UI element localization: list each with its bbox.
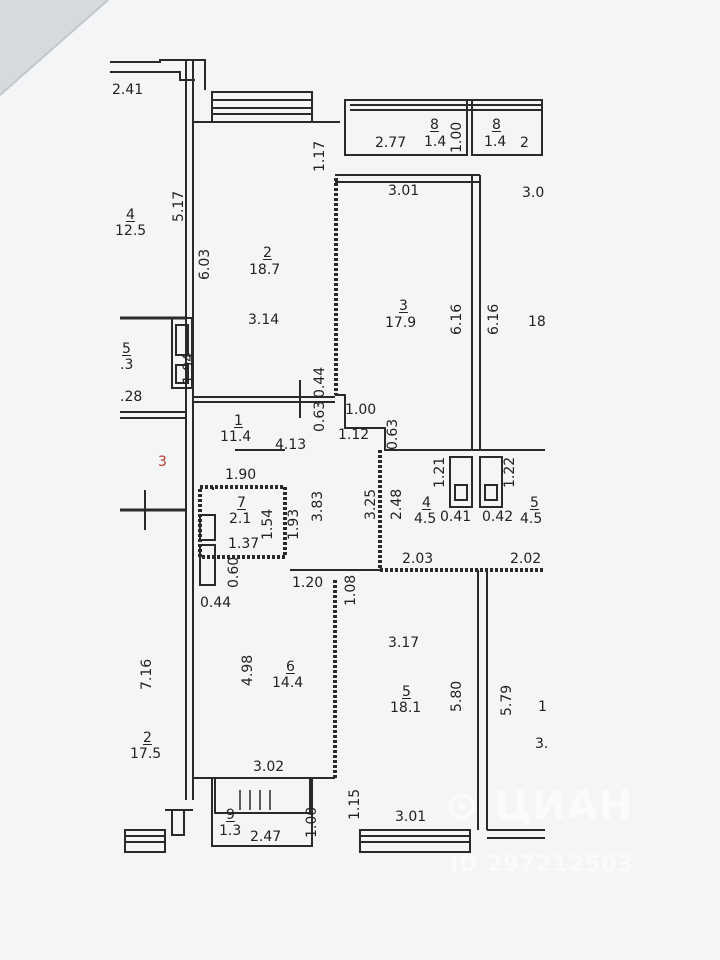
room-number: 4 <box>126 207 135 223</box>
room-number: 5 <box>530 495 539 511</box>
room-area: .3 <box>120 357 134 373</box>
balcony-8b-outline <box>471 99 543 156</box>
dimension-label: 1.20 <box>292 575 324 591</box>
room-number: 8 <box>492 117 501 133</box>
dimension-label: 1.00 <box>449 121 465 153</box>
dimension-label: 1.37 <box>228 536 260 552</box>
room-area: 18.7 <box>249 262 281 278</box>
dimension-label: 3.01 <box>395 809 427 825</box>
dimension-label: 1.15 <box>347 788 363 820</box>
room-area: 4.5 <box>414 511 437 527</box>
dimension-label: 1.21 <box>432 456 448 488</box>
watermark-id: ID 297212503 <box>450 852 634 877</box>
dimension-label: 3.01 <box>388 183 420 199</box>
dimension-label: 2.48 <box>389 488 405 520</box>
edge-marker: 1 <box>538 699 547 715</box>
dimension-label: 2.03 <box>402 551 434 567</box>
dimension-label: 0.44 <box>312 366 328 398</box>
room-number: 2 <box>263 245 272 261</box>
room-area: 11.4 <box>220 429 252 445</box>
dimension-label: 0.42 <box>482 509 514 525</box>
dimension-label: 1.93 <box>286 508 302 540</box>
room-area: 1.3 <box>219 823 242 839</box>
dimension-label: 1.90 <box>225 467 257 483</box>
room-area: 18.1 <box>390 700 422 716</box>
room-number: 5 <box>122 341 131 357</box>
plan-walls <box>110 59 545 853</box>
dimension-label: 3.17 <box>388 635 420 651</box>
room-number: 8 <box>430 117 439 133</box>
dimension-label: 3. <box>535 736 549 752</box>
room-number: 7 <box>237 495 246 511</box>
dimension-label: 1.22 <box>502 456 518 488</box>
dimension-label: 3.25 <box>363 488 379 520</box>
room-area: 18 <box>528 314 546 330</box>
room-area: 1.4 <box>424 134 447 150</box>
dimension-label: 1.54 <box>260 508 276 540</box>
dimension-label: 2.77 <box>375 135 407 151</box>
dimension-label: 1.17 <box>312 140 328 172</box>
dimension-label: 5.17 <box>171 190 187 222</box>
room-number: 3 <box>399 298 408 314</box>
dimension-label: 4.13 <box>275 437 307 453</box>
dimension-label: 1.94 <box>181 352 197 384</box>
dimension-label: 2.47 <box>250 829 282 845</box>
dimension-label: 0.41 <box>440 509 472 525</box>
dimension-label: 4.98 <box>240 654 256 686</box>
room-number: 9 <box>226 807 235 823</box>
dimension-label: 3.02 <box>253 759 285 775</box>
dimension-label: 2 <box>520 135 529 151</box>
room-area: 17.9 <box>385 315 417 331</box>
room-area: 4.5 <box>520 511 543 527</box>
dimension-label: .28 <box>120 389 143 405</box>
room-number: 6 <box>286 659 295 675</box>
dimension-label: 6.16 <box>486 303 502 335</box>
dimension-label: 0.60 <box>226 556 242 588</box>
dimension-label: 2.41 <box>112 82 144 98</box>
dimension-label: 5.80 <box>449 680 465 712</box>
entrance-marker: 3 <box>158 454 167 470</box>
dimension-label: 1.00 <box>304 806 320 838</box>
dimension-label: 0.44 <box>200 595 232 611</box>
dimension-label: 5.79 <box>499 684 515 716</box>
dimension-label: 6.16 <box>449 303 465 335</box>
room-area: 2.1 <box>229 511 252 527</box>
room-area: 12.5 <box>115 223 147 239</box>
room-area: 14.4 <box>272 675 304 691</box>
dimension-label: 3.83 <box>310 490 326 522</box>
room-number: 1 <box>234 413 243 429</box>
top-left-stub <box>110 59 206 90</box>
room-area: 1.4 <box>484 134 507 150</box>
dimension-label: 7.16 <box>139 658 155 690</box>
dimension-label: 1.00 <box>345 402 377 418</box>
dimension-label: 1.08 <box>343 574 359 606</box>
dimension-label: 6.03 <box>197 248 213 280</box>
room-number: 5 <box>402 684 411 700</box>
dimension-label: 0.63 <box>385 418 401 450</box>
dimension-label: 2.02 <box>510 551 542 567</box>
dimension-label: 3.0 <box>522 185 545 201</box>
dimension-label: 0.63 <box>312 400 328 432</box>
room-area: 17.5 <box>130 746 162 762</box>
dimension-label: 3.14 <box>248 312 280 328</box>
watermark-logo: ⊙ ЦИАН <box>445 783 634 829</box>
room-number: 4 <box>422 495 431 511</box>
dimension-label: 1.12 <box>338 427 370 443</box>
room-number: 2 <box>143 730 152 746</box>
